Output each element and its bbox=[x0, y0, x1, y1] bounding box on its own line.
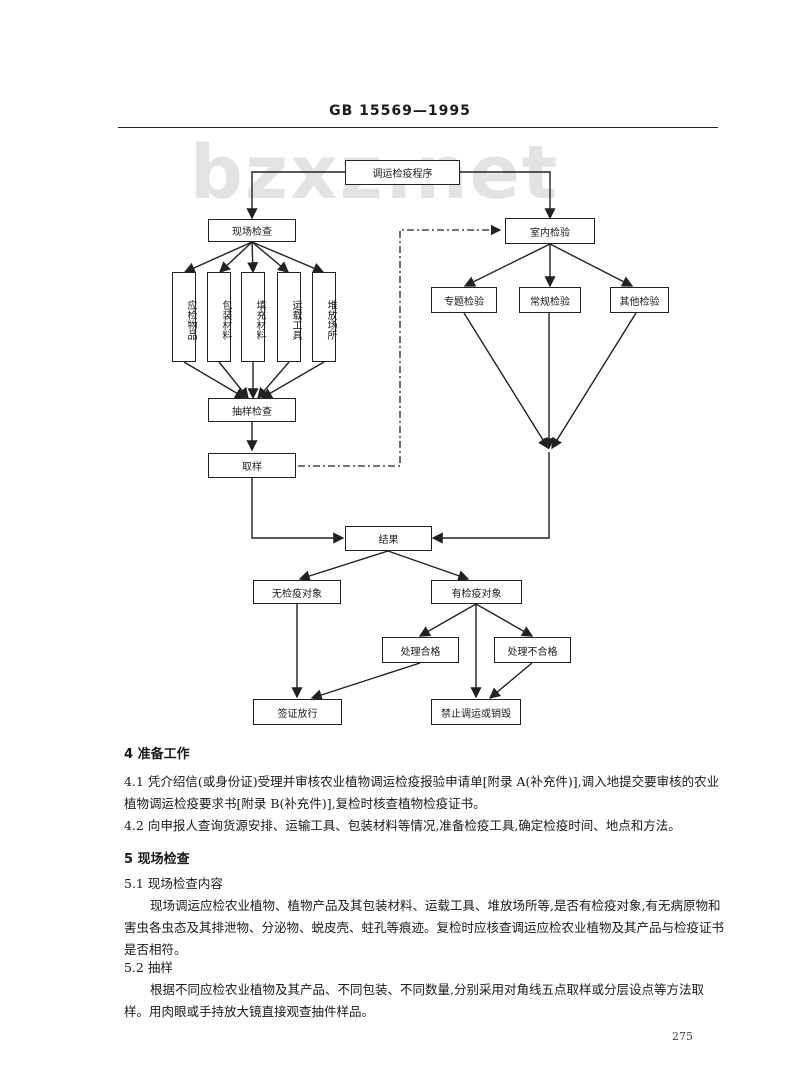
flow-onsite-item: 填充材料 bbox=[241, 272, 265, 362]
section-4-title: 4 准备工作 bbox=[124, 747, 190, 762]
paragraph-4-2: 4.2 向申报人查询货源安排、运输工具、包装材料等情况,准备检疫工具,确定检疫时… bbox=[124, 818, 681, 833]
subsection-5-1-title: 5.1 现场检查内容 bbox=[124, 876, 223, 891]
paragraph-5-1: 现场调运应检农业植物、植物产品及其包装材料、运载工具、堆放场所等,是否有检疫对象… bbox=[124, 898, 725, 957]
flow-indoor-item: 其他检验 bbox=[610, 287, 669, 313]
page-number: 275 bbox=[672, 1030, 693, 1043]
flow-no-target-box: 无检疫对象 bbox=[253, 580, 341, 604]
flow-onsite-box: 现场检查 bbox=[208, 219, 296, 242]
flowchart-connectors bbox=[183, 171, 637, 701]
flow-indoor-item: 常规检验 bbox=[519, 287, 581, 313]
flow-onsite-item: 包装材料 bbox=[207, 272, 231, 362]
flow-start-box: 调运检疫程序 bbox=[345, 160, 460, 185]
flow-onsite-item: 应检物品 bbox=[172, 272, 196, 362]
flow-indoor-box: 室内检验 bbox=[505, 218, 595, 244]
flow-sign-release-box: 签证放行 bbox=[253, 699, 342, 725]
flow-treat-pass-box: 处理合格 bbox=[382, 637, 459, 663]
section-5-title: 5 现场检查 bbox=[124, 852, 190, 867]
flow-onsite-item: 运载工具 bbox=[277, 272, 301, 362]
flow-indoor-item: 专题检验 bbox=[431, 287, 497, 313]
paragraph-5-2: 根据不同应检农业植物及其产品、不同包装、不同数量,分别采用对角线五点取样或分层设… bbox=[124, 982, 704, 1019]
header-rule bbox=[118, 127, 718, 128]
flow-treat-fail-box: 处理不合格 bbox=[494, 637, 571, 663]
subsection-5-2-title: 5.2 抽样 bbox=[124, 960, 173, 975]
flow-has-target-box: 有检疫对象 bbox=[431, 580, 522, 604]
flow-forbid-box: 禁止调运或销毁 bbox=[431, 699, 521, 725]
flow-onsite-item: 堆放场所 bbox=[312, 272, 336, 362]
flow-sampling-check-box: 抽样检查 bbox=[208, 398, 296, 422]
flow-result-box: 结果 bbox=[345, 526, 432, 551]
flow-take-sample-box: 取样 bbox=[208, 453, 296, 478]
paragraph-4-1: 4.1 凭介绍信(或身份证)受理并审核农业植物调运检疫报验申请单[附录 A(补充… bbox=[124, 774, 720, 811]
standard-header: GB 15569—1995 bbox=[329, 103, 471, 119]
